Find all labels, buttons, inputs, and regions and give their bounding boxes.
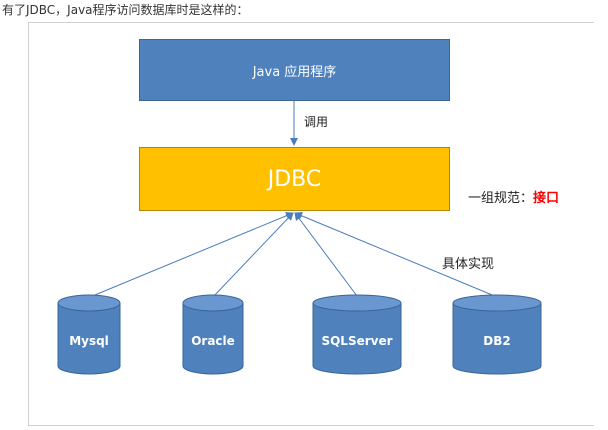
jdbc-box: JDBC xyxy=(139,147,450,211)
java-application-box: Java 应用程序 xyxy=(139,39,450,101)
database-db2: DB2 xyxy=(452,294,542,375)
spec-prefix: 一组规范： xyxy=(468,191,534,206)
call-label: 调用 xyxy=(304,115,329,129)
intro-text: 有了JDBC，Java程序访问数据库时是这样的： xyxy=(2,3,249,17)
database-sqlserver: SQLServer xyxy=(312,294,402,375)
impl-arrow-db2 xyxy=(294,211,498,298)
database-label-sqlserver: SQLServer xyxy=(321,334,392,348)
implementation-label: 具体实现 xyxy=(442,257,495,272)
database-label-oracle: Oracle xyxy=(191,334,235,348)
jdbc-label: JDBC xyxy=(267,166,322,192)
database-label-mysql: Mysql xyxy=(69,334,109,348)
impl-arrow-oracle xyxy=(212,212,294,298)
java-application-label: Java 应用程序 xyxy=(252,64,337,80)
impl-arrow-mysql xyxy=(89,211,294,298)
diagram-frame xyxy=(28,22,594,426)
spec-label: 一组规范：接口 xyxy=(468,187,559,206)
impl-arrow-sqlserver xyxy=(294,212,358,297)
interface-emphasis: 接口 xyxy=(533,191,560,206)
database-oracle: Oracle xyxy=(182,294,244,375)
database-mysql: Mysql xyxy=(57,294,121,375)
database-label-db2: DB2 xyxy=(483,334,510,348)
